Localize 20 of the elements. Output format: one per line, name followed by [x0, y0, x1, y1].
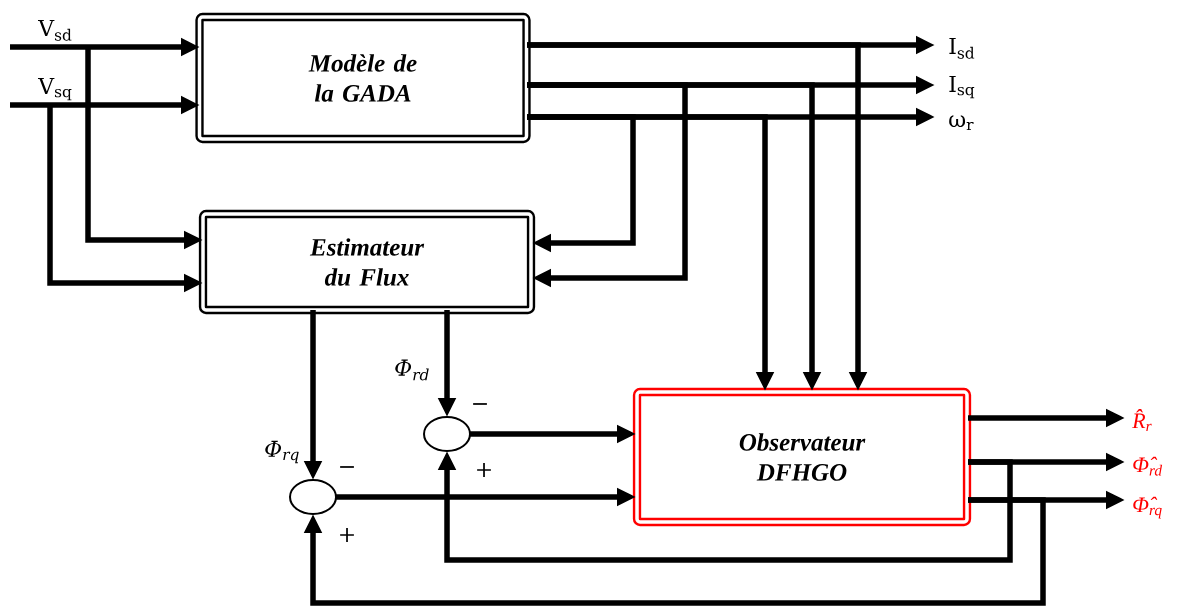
signal-label: V$_{sq}$ — [38, 77, 72, 101]
edge-label: Φ$_{rq}$ — [263, 439, 301, 465]
signal-label: R̂$_{r}$ — [1132, 409, 1152, 432]
block-box: Modèle de la GADA — [195, 12, 531, 144]
signal-label: Φ̂$_{rq}$ — [1133, 496, 1162, 519]
edge-label: Φ$_{rd}$ — [393, 358, 431, 382]
summing-junction — [289, 479, 337, 515]
block-box: Observateur DFHGO — [632, 387, 972, 527]
arrow — [303, 497, 1046, 606]
block-box: Estimateur du Flux — [198, 209, 536, 315]
sign-label: − — [473, 403, 487, 405]
signal-label: V$_{sd}$ — [38, 19, 72, 41]
sign-label: + — [340, 528, 354, 542]
sign-label: − — [340, 466, 354, 468]
signal-label: I$_{sd}$ — [949, 37, 975, 59]
sign-label: + — [477, 463, 491, 477]
signal-label: Φ̂$_{rd}$ — [1133, 456, 1163, 476]
summing-junction — [423, 416, 471, 452]
signal-label: ω$_{r}$ — [949, 115, 974, 131]
signal-label: I$_{sq}$ — [949, 75, 975, 99]
